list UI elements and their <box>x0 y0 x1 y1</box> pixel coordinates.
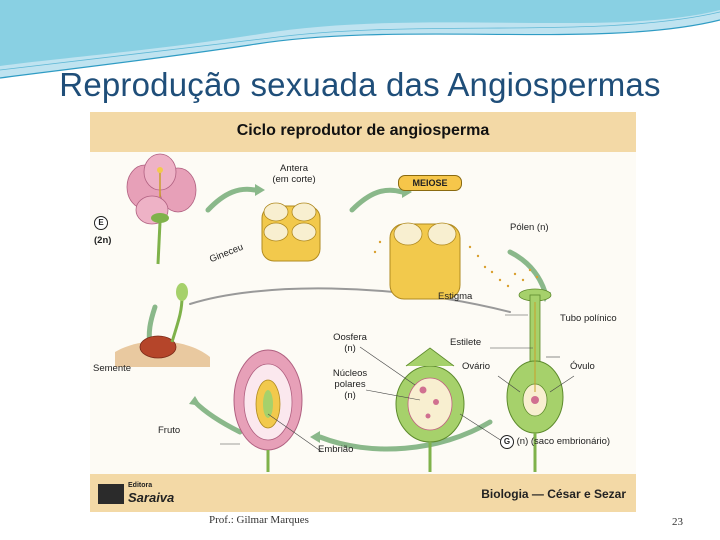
publisher-logo-mark <box>98 484 124 504</box>
label-antera: Antera (em corte) <box>272 163 316 185</box>
publisher-logo: Editora Saraiva <box>98 482 190 506</box>
label-oosfera: Oosfera (n) <box>333 332 367 354</box>
figure-credit: Biologia — César e Sezar <box>481 487 626 501</box>
angiosperm-cycle-figure: Ciclo reprodutor de angiosperma <box>90 112 636 512</box>
page-number: 23 <box>672 516 683 528</box>
gynoecium-illustration <box>506 288 564 472</box>
label-ovario: Ovário <box>462 361 490 372</box>
footer-author: Prof.: Gilmar Marques <box>209 514 309 526</box>
label-estigma: Estigma <box>438 291 473 302</box>
label-tubo-polinico: Tubo polínico <box>560 313 617 324</box>
figure-title: Ciclo reprodutor de angiosperma <box>236 122 490 139</box>
label-polen: Pólen (n) <box>510 222 549 233</box>
seed-illustration <box>115 283 210 367</box>
anther-illustration <box>261 202 321 262</box>
label-ovulo: Óvulo <box>570 361 595 372</box>
anther-meiosis-illustration <box>373 222 539 300</box>
slide-title: Reprodução sexuada das Angiospermas <box>59 66 661 103</box>
label-estilete: Estilete <box>450 337 482 348</box>
label-e-marker: E <box>94 216 108 230</box>
fruit-illustration <box>233 349 303 472</box>
label-pointer-lines <box>220 314 575 453</box>
label-meiose: MEIOSE <box>398 175 462 191</box>
label-semente: Semente <box>93 363 132 374</box>
label-e-ploidy: (2n) <box>94 235 112 246</box>
arrow-heads <box>144 184 551 443</box>
header-wave-decoration <box>0 0 720 79</box>
fertilized-ovary-illustration <box>395 347 465 472</box>
label-nucleos-polares: Núcleos polares (n) <box>332 368 368 401</box>
figure-footer-band <box>90 474 636 512</box>
cycle-illustration <box>115 153 575 472</box>
flower-illustration <box>126 153 197 265</box>
label-fruto: Fruto <box>158 425 181 436</box>
figure-header-band <box>90 112 636 152</box>
cycle-arrows <box>146 186 548 452</box>
label-g-marker: G (n) (saco embrionário) <box>500 435 610 449</box>
label-embriao: Embrião <box>318 444 354 455</box>
